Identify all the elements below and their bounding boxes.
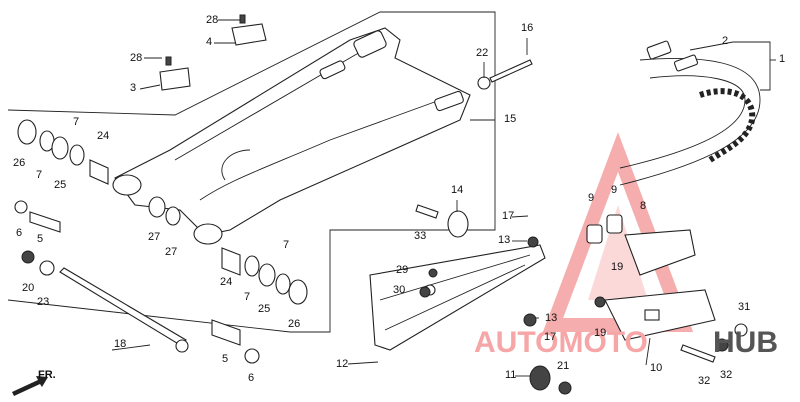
callout-c24a: 24: [97, 130, 109, 142]
callout-c5b: 5: [222, 353, 228, 365]
callout-c3: 3: [130, 82, 136, 94]
callout-c13b: 13: [545, 312, 557, 324]
callout-c6b: 6: [248, 372, 254, 384]
callout-c33: 33: [414, 230, 426, 242]
callout-c18: 18: [114, 338, 126, 350]
callout-c22: 22: [476, 47, 488, 59]
callout-c2: 2: [722, 35, 728, 47]
callout-c7a: 7: [73, 116, 79, 128]
drive-chain: [619, 40, 761, 186]
direction-label: FR.: [38, 369, 56, 381]
top-clamps: [159, 14, 267, 91]
callout-c24b: 24: [220, 276, 232, 288]
callout-c20: 20: [22, 282, 34, 294]
callout-c9a: 9: [588, 192, 594, 204]
callout-c7c: 7: [283, 239, 289, 251]
callout-c7d: 7: [244, 291, 250, 303]
callout-c31: 31: [738, 301, 750, 313]
chain-roller: [415, 204, 539, 298]
callout-c8: 8: [640, 200, 646, 212]
callout-c11: 11: [505, 369, 516, 381]
callout-c26b: 26: [288, 318, 300, 330]
callout-c26a: 26: [13, 157, 25, 169]
callout-c16: 16: [521, 22, 533, 34]
leader-lines: [111, 19, 776, 377]
watermark-text-2: HUB: [713, 326, 778, 359]
callout-c30: 30: [393, 284, 405, 296]
callout-c17a: 17: [502, 210, 514, 222]
watermark-text: AUTOMOTO HUB: [474, 326, 778, 359]
callout-c9b: 9: [611, 184, 617, 196]
chain-guide: [523, 214, 748, 363]
callout-c32a: 32: [698, 375, 710, 387]
callout-c14: 14: [451, 184, 463, 196]
callout-c23: 23: [37, 296, 49, 308]
callout-c15: 15: [504, 113, 516, 125]
callout-c5a: 5: [37, 233, 43, 245]
callout-c17b: 17: [544, 331, 556, 343]
callout-c19b: 19: [594, 327, 606, 339]
callout-c25b: 25: [258, 303, 270, 315]
swingarm: [112, 27, 471, 245]
callout-c10: 10: [650, 362, 662, 374]
callout-c4: 4: [206, 36, 212, 48]
callout-c32b: 32: [720, 369, 732, 381]
lower-roller: [529, 365, 572, 395]
callout-c21: 21: [557, 360, 569, 372]
callout-c6a: 6: [16, 227, 22, 239]
front-direction-arrow: FR.: [12, 369, 56, 396]
callout-c28a: 28: [206, 14, 218, 26]
callout-c27b: 27: [165, 246, 177, 258]
right-pivot-parts: [148, 196, 308, 364]
callout-c28b: 28: [130, 52, 142, 64]
left-pivot-parts: [14, 119, 189, 353]
callout-c1: 1: [779, 53, 785, 65]
callout-c27a: 27: [148, 231, 160, 243]
axle-bolt: [477, 59, 533, 90]
callout-c25a: 25: [54, 179, 66, 191]
callout-c7b: 7: [36, 169, 42, 181]
callout-c19a: 19: [611, 261, 623, 273]
watermark-text-1: AUTOMOTO: [474, 326, 648, 359]
callout-c12: 12: [336, 358, 348, 370]
callout-c29: 29: [396, 264, 408, 276]
callout-c13a: 13: [498, 234, 510, 246]
assembly-box: [7, 11, 496, 333]
